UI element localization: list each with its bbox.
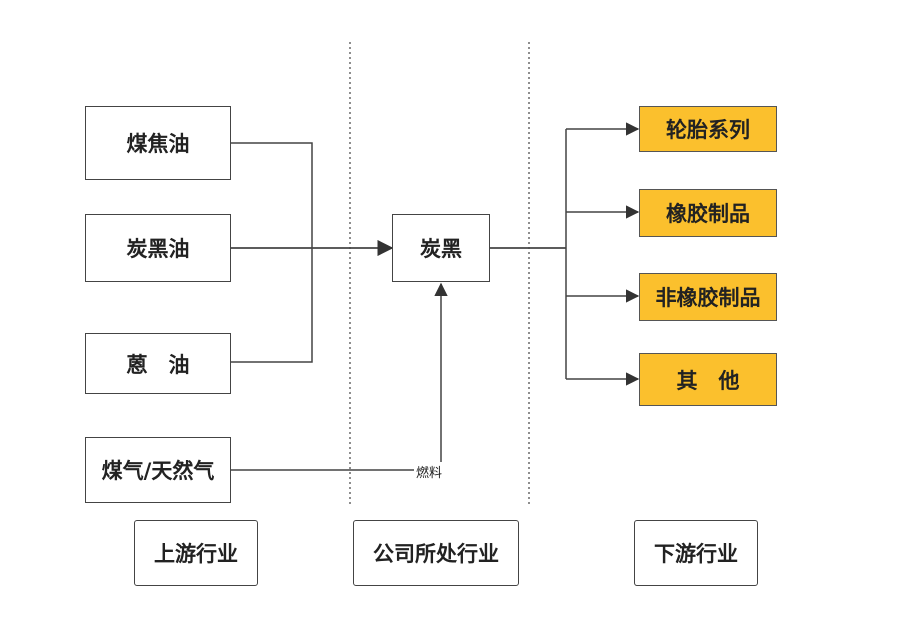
node-non-rubber-products: 非橡胶制品 <box>639 273 777 321</box>
node-tires-label: 轮胎系列 <box>666 118 750 142</box>
node-gas-label: 煤气/天然气 <box>101 459 215 483</box>
node-non-rubber-products-label: 非橡胶制品 <box>655 286 761 310</box>
fuel-label: 燃料 <box>414 462 445 481</box>
node-other: 其 他 <box>639 353 777 406</box>
section-upstream: 上游行业 <box>134 520 258 586</box>
section-downstream: 下游行业 <box>634 520 758 586</box>
node-anthracene-oil: 蒽 油 <box>85 333 231 394</box>
node-other-label: 其 他 <box>676 368 740 393</box>
section-downstream-label: 下游行业 <box>654 542 738 566</box>
node-coal-tar: 煤焦油 <box>85 106 231 180</box>
arrow-fuel <box>231 282 448 471</box>
node-carbon-black-oil-label: 炭黑油 <box>126 237 190 261</box>
node-anthracene-oil-label: 蒽 油 <box>126 352 190 377</box>
node-coal-tar-label: 煤焦油 <box>126 132 190 156</box>
section-upstream-label: 上游行业 <box>154 542 238 566</box>
node-carbon-black-oil: 炭黑油 <box>85 214 231 282</box>
line-coal-tar <box>231 142 313 248</box>
section-company-label: 公司所处行业 <box>373 542 499 566</box>
node-carbon-black-label: 炭黑 <box>420 237 462 261</box>
node-tires: 轮胎系列 <box>639 106 777 152</box>
node-rubber-products-label: 橡胶制品 <box>666 202 750 226</box>
node-gas: 煤气/天然气 <box>85 437 231 503</box>
node-rubber-products: 橡胶制品 <box>639 189 777 237</box>
line-anthracene <box>231 248 313 363</box>
section-company: 公司所处行业 <box>353 520 519 586</box>
node-carbon-black: 炭黑 <box>392 214 490 282</box>
